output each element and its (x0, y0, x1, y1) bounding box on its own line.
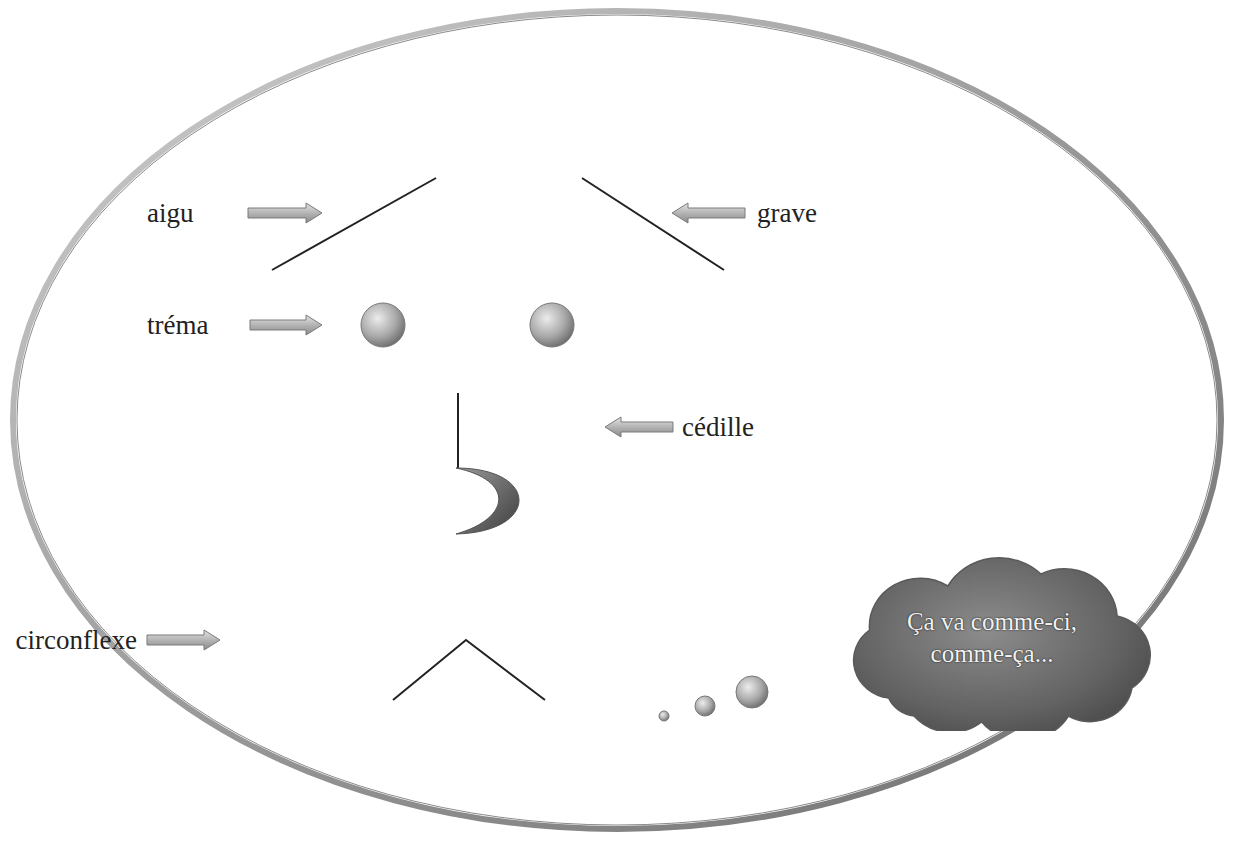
face-outline-inner (17, 15, 1217, 825)
thought-cloud: Ça va comme-ci, comme-ça... (823, 546, 1162, 731)
cloud-outline (853, 557, 1150, 730)
trema-eye (361, 303, 405, 347)
acute-accent-brow (272, 178, 436, 270)
cloud-shape (823, 546, 1162, 731)
accent-label: tréma (147, 309, 208, 341)
accent-label: circonflexe (16, 624, 137, 656)
accent-label: cédille (682, 411, 754, 443)
thought-dot (695, 696, 715, 716)
thought-dot (736, 676, 768, 708)
face-outline (13, 11, 1221, 829)
pointer-arrow (147, 630, 220, 650)
pointer-arrow (248, 203, 322, 223)
cedilla-nose-stem (457, 393, 459, 468)
accent-label: aigu (147, 197, 194, 229)
grave-accent-brow (582, 178, 724, 270)
cedilla-nose-hook (456, 468, 519, 534)
thought-dot (659, 711, 669, 721)
circumflex-mouth (393, 640, 545, 700)
trema-eye (530, 303, 574, 347)
pointer-arrow (605, 417, 673, 437)
pointer-arrow (250, 315, 322, 335)
pointer-arrow (672, 203, 745, 223)
thought-text: Ça va comme-ci, comme-ça... (877, 606, 1107, 671)
accent-label: grave (757, 197, 817, 229)
